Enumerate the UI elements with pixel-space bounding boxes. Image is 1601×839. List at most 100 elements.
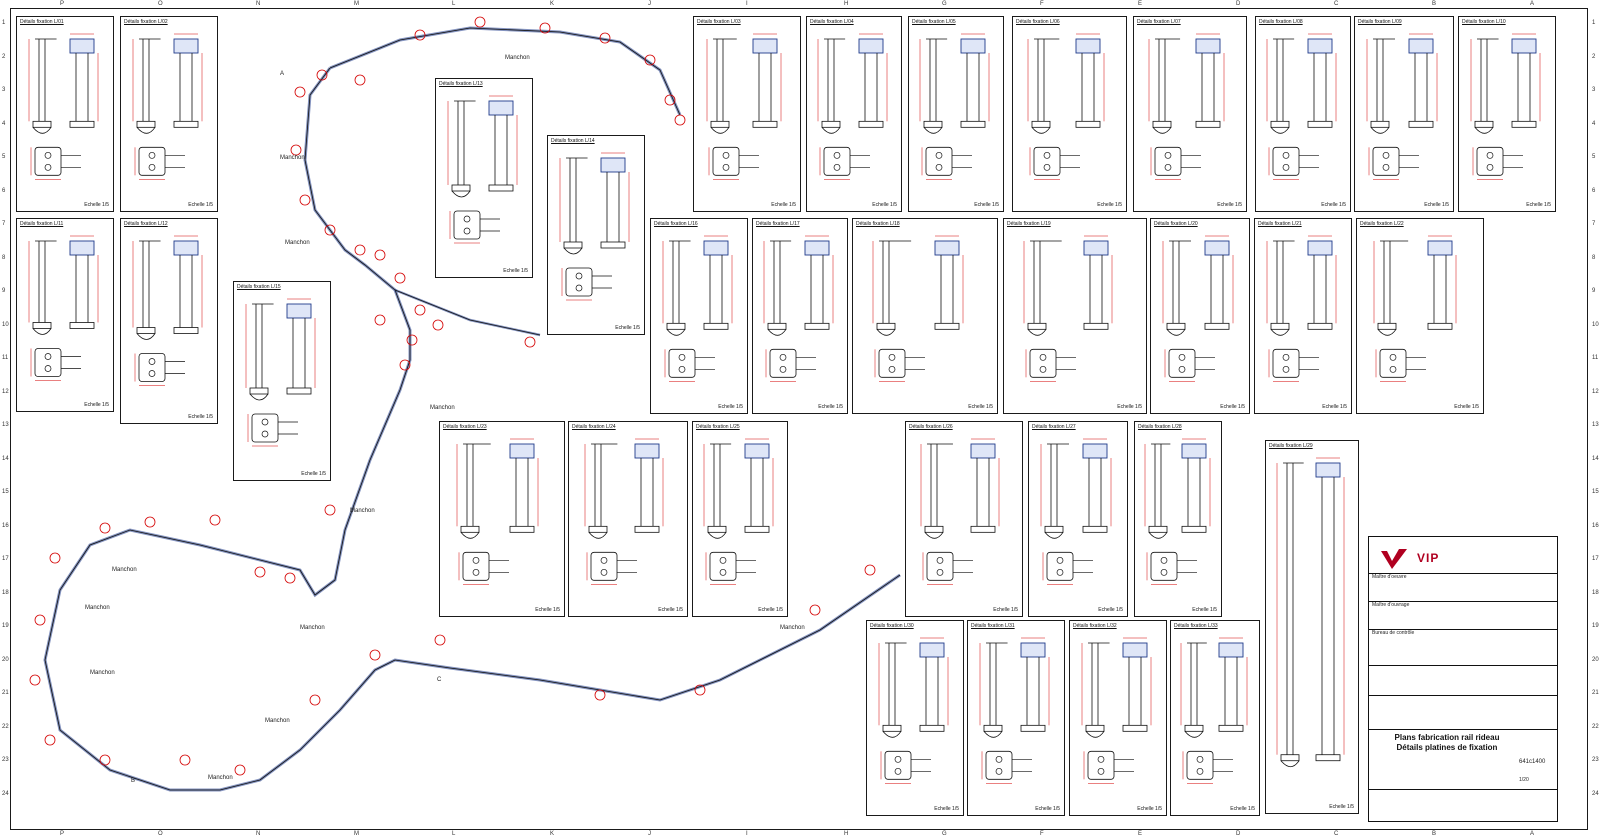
fixation-callout (49, 552, 61, 564)
ruler-letter: H (844, 831, 849, 837)
fixation-detail-title: Détails fixation L/03 (697, 19, 741, 25)
brand-name: VIP (1417, 551, 1440, 565)
detail-callout-c: C (437, 677, 442, 683)
ruler-number: 22 (2, 723, 9, 730)
ruler-number: 17 (1592, 556, 1599, 562)
ruler-number: 21 (1592, 690, 1599, 696)
drawing-title-line1: Plans fabrication rail rideau (1394, 733, 1500, 742)
ruler-letter: M (354, 1, 359, 7)
fixation-detail-drawing (447, 95, 518, 244)
ruler-letter: E (1138, 831, 1143, 837)
fixation-callout (432, 319, 444, 331)
fixation-callout (34, 614, 46, 626)
ruler-number: 16 (1592, 522, 1599, 529)
fixation-detail-drawing (245, 298, 316, 447)
ruler-letter: E (1138, 1, 1143, 7)
fixation-detail-drawing (584, 438, 664, 585)
fixation-callout (44, 734, 56, 746)
fixation-callout (599, 32, 611, 44)
fixation-callout (316, 69, 328, 81)
fixation-callout (414, 29, 426, 41)
fixation-detail-scale: Echelle 1/5 (1220, 404, 1245, 410)
fixation-detail-drawing (1266, 235, 1337, 382)
fixation-callout (234, 764, 246, 776)
fixation-detail-title: Détails fixation L/19 (1007, 221, 1051, 227)
fixation-detail-scale: Echelle 1/5 (1192, 607, 1217, 613)
fixation-callout (374, 314, 386, 326)
fixation-callout (594, 689, 606, 701)
ruler-number: 20 (2, 656, 9, 663)
ruler-letter: K (550, 1, 555, 7)
fixation-detail-drawing (763, 235, 834, 382)
ruler-number: 19 (1592, 623, 1599, 629)
fixation-callout (524, 336, 536, 348)
ruler-letter: N (256, 831, 261, 837)
fixation-detail-drawing (1027, 33, 1105, 180)
fixation-detail-scale: Echelle 1/5 (1424, 202, 1449, 208)
ruler-number: 11 (1592, 355, 1599, 361)
manchon-label: Manchon (112, 567, 137, 573)
ruler-number: 10 (2, 321, 9, 328)
ruler-number: 6 (1592, 187, 1596, 194)
fixation-callout (394, 272, 406, 284)
ruler-letter: K (550, 831, 555, 837)
ruler-letter: I (746, 1, 748, 7)
ruler-number: 7 (1592, 221, 1596, 227)
fixation-detail-title: Détails fixation L/08 (1259, 19, 1303, 25)
ruler-letter: P (60, 1, 65, 7)
fixation-detail-title: Détails fixation L/12 (124, 221, 168, 227)
fixation-detail-scale: Echelle 1/5 (84, 202, 109, 208)
fixation-detail-scale: Echelle 1/5 (1329, 804, 1354, 810)
fixation-detail-drawing (1373, 235, 1457, 382)
ruler-number: 17 (2, 556, 9, 562)
fixation-detail-drawing (878, 637, 949, 784)
fixation-detail-title: Détails fixation L/21 (1258, 221, 1302, 227)
fixation-detail-drawing (662, 235, 733, 382)
manchon-label: Manchon (265, 718, 290, 724)
fixation-detail-scale: Echelle 1/5 (1454, 404, 1479, 410)
fixation-detail-drawing (1162, 235, 1234, 382)
ruler-number: 21 (2, 690, 9, 696)
ruler-number: 23 (1592, 757, 1599, 763)
fixation-callout (474, 16, 486, 28)
ruler-number: 4 (2, 120, 6, 127)
fixation-detail-scale: Echelle 1/5 (968, 404, 993, 410)
ruler-number: 12 (1592, 388, 1599, 395)
fixation-callout (144, 516, 156, 528)
fixation-detail-title: Détails fixation L/27 (1032, 424, 1076, 430)
ruler-number: 2 (2, 53, 6, 60)
ruler-number: 15 (2, 489, 9, 495)
ruler-number: 19 (2, 623, 9, 629)
ruler-number: 3 (2, 87, 6, 93)
ruler-letter: H (844, 1, 849, 7)
ruler-letter: G (942, 1, 947, 7)
ruler-number: 5 (2, 154, 6, 160)
ruler-letter: A (1530, 831, 1535, 837)
ruler-letter: D (1236, 1, 1241, 7)
fixation-detail-title: Détails fixation L/23 (443, 424, 487, 430)
fixation-detail-drawing (559, 152, 630, 301)
fixation-callout (414, 304, 426, 316)
manchon-label: Manchon (780, 625, 805, 631)
ruler-number: 12 (2, 388, 9, 395)
fixation-callout (406, 334, 418, 346)
ruler-letter: N (256, 1, 261, 7)
ruler-letter: J (648, 1, 651, 7)
ruler-letter: B (1432, 1, 1437, 7)
fixation-detail-title: Détails fixation L/05 (912, 19, 956, 25)
fixation-detail-scale: Echelle 1/5 (993, 607, 1018, 613)
ruler-number: 24 (1592, 790, 1599, 797)
